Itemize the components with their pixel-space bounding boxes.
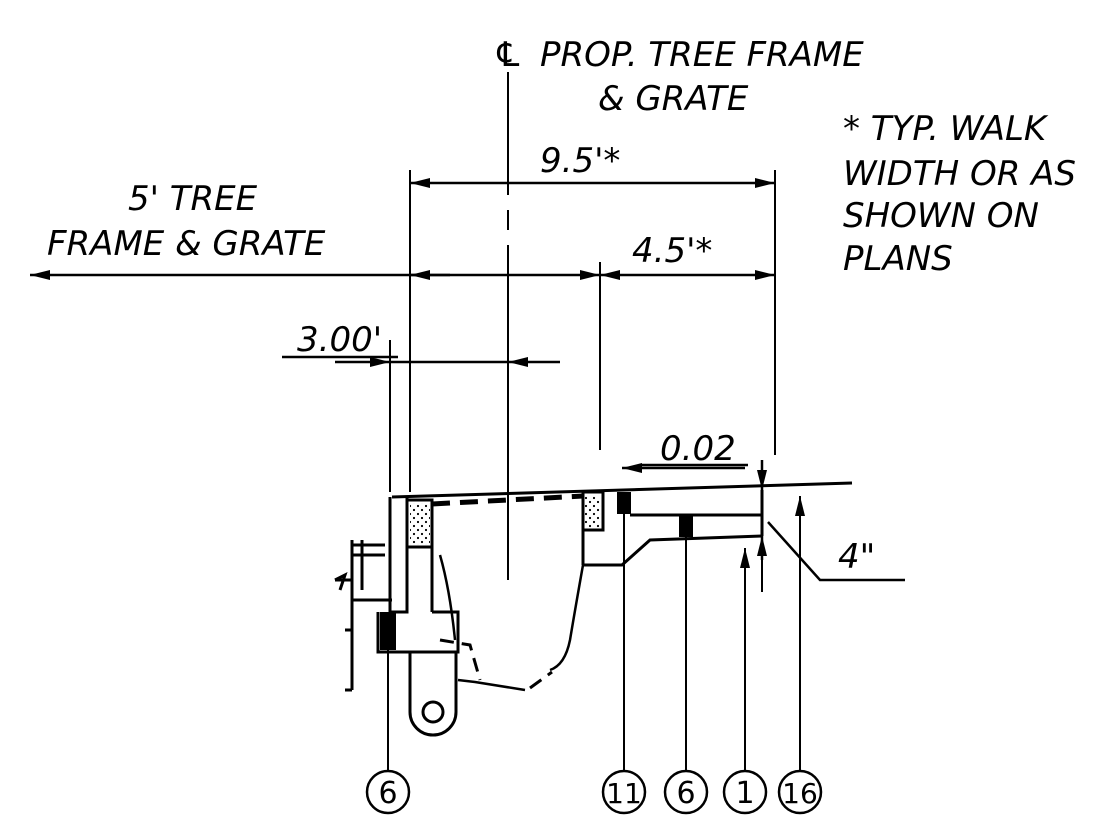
callout-16: 16 bbox=[777, 769, 823, 815]
callout-6-right: 6 bbox=[663, 769, 709, 815]
svg-text:11: 11 bbox=[606, 777, 642, 810]
callout-leaders bbox=[387, 496, 805, 770]
dim-walk-width-label: 9.5'* bbox=[540, 141, 620, 181]
prop-tree-frame-label-line1: PROP. TREE FRAME bbox=[540, 35, 864, 75]
typ-walk-note-line2: WIDTH OR AS bbox=[843, 154, 1076, 194]
callout-6-left: 6 bbox=[365, 769, 411, 815]
dim-offset-label: 3.00' bbox=[297, 320, 382, 360]
svg-text:1: 1 bbox=[735, 776, 754, 811]
prop-tree-frame-label-line2: & GRATE bbox=[598, 79, 749, 119]
svg-text:16: 16 bbox=[782, 777, 818, 810]
dim-slope-label: 0.02 bbox=[660, 429, 736, 469]
sidewalk-section bbox=[334, 481, 853, 737]
joint-filler-base bbox=[679, 515, 693, 537]
typ-walk-note-line1: * TYP. WALK bbox=[843, 109, 1049, 149]
dim-half-width-label: 4.5'* bbox=[632, 231, 712, 271]
tree-frame-label-line1: 5' TREE bbox=[128, 179, 258, 219]
svg-text:6: 6 bbox=[378, 776, 397, 811]
dimension-thickness bbox=[757, 460, 905, 592]
extension-lines bbox=[389, 170, 776, 492]
joint-filler-left bbox=[380, 612, 396, 650]
grate-dashed-line bbox=[431, 493, 584, 507]
centerline-symbol: ℄ bbox=[493, 35, 523, 75]
concrete-fill-left bbox=[410, 503, 430, 545]
callout-1: 1 bbox=[722, 769, 768, 815]
typ-walk-note-line4: PLANS bbox=[843, 239, 953, 279]
tree-frame-label-line2: FRAME & GRATE bbox=[47, 224, 326, 264]
callout-11: 11 bbox=[601, 769, 647, 815]
svg-text:6: 6 bbox=[676, 776, 695, 811]
root-dashed-line bbox=[439, 638, 553, 690]
dim-thickness-label: 4" bbox=[838, 537, 875, 577]
concrete-fill-right bbox=[585, 496, 601, 528]
typ-walk-note-line3: SHOWN ON bbox=[843, 196, 1039, 236]
